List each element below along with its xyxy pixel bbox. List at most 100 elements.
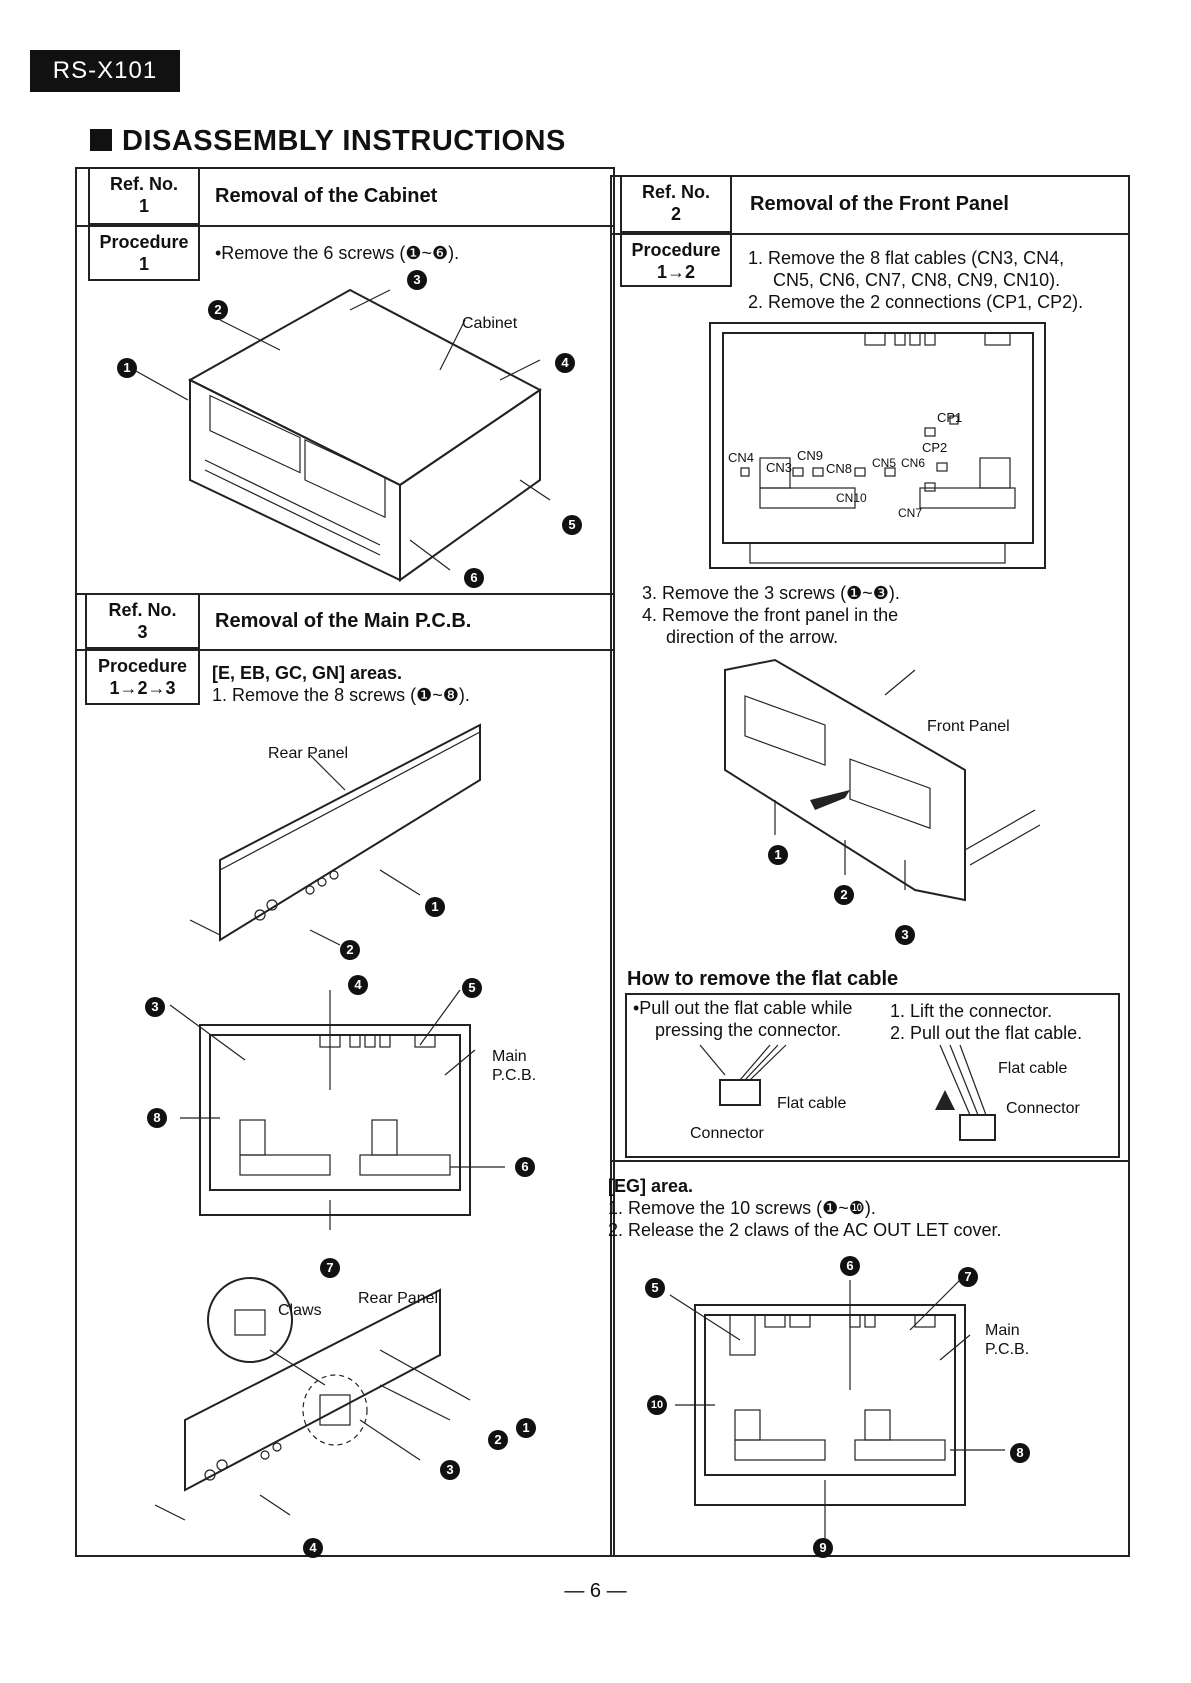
flat-cable-label-2: Flat cable [998, 1060, 1068, 1077]
sec1-heading: Removal of the Cabinet [215, 185, 438, 207]
eg-main-pcb-2: P.C.B. [985, 1341, 1030, 1358]
rear-panel-label: Rear Panel [268, 745, 349, 762]
fp-callout-1: 1 [768, 845, 788, 865]
sec2-step-4: 4. Remove the front panel in the [642, 605, 899, 625]
eg-pcb-diagram [669, 1279, 1005, 1540]
left-frame [75, 167, 615, 1557]
sec3-area: [E, EB, GC, GN] areas. [212, 663, 403, 683]
front-panel-label: Front Panel [927, 718, 1010, 735]
eg-main-pcb-1: Main [985, 1322, 1020, 1339]
flat-cable-label-1: Flat cable [777, 1095, 847, 1112]
callout-1: 1 [117, 358, 137, 378]
claws-label: Claws [278, 1302, 322, 1319]
s3-callout-1: 1 [425, 897, 445, 917]
callout-3: 3 [407, 270, 427, 290]
sec3-ref-box: Ref. No.3 [85, 593, 200, 649]
sec3-head-top [75, 593, 615, 595]
eg-callout-10: 10 [647, 1395, 667, 1415]
pcb-callout-7: 7 [320, 1258, 340, 1278]
sec2-head-bottom [610, 233, 1130, 235]
flat-right-2: 2. Pull out the flat cable. [890, 1023, 1083, 1043]
eg-callout-6: 6 [840, 1256, 860, 1276]
callout-5: 5 [562, 515, 582, 535]
cn6-label: CN6 [901, 456, 926, 470]
sec3-step1: 1. Remove the 8 screws (❶~❽). [212, 685, 470, 705]
square-bullet-icon [90, 129, 112, 151]
cabinet-diagram [124, 288, 551, 582]
sec2-step-2: 2. Remove the 2 connections (CP1, CP2). [748, 292, 1084, 312]
eg-callout-9: 9 [813, 1538, 833, 1558]
flat-left-2: pressing the connector. [655, 1020, 842, 1040]
sec1-ref-no: 1 [138, 196, 149, 216]
main-pcb-label-1: Main [492, 1048, 527, 1065]
claws-diagram [154, 1277, 471, 1521]
eg-callout-7: 7 [958, 1267, 978, 1287]
cabinet-label: Cabinet [462, 315, 518, 332]
cn8-label: CN8 [826, 461, 853, 476]
flat-heading: How to remove the flat cable [627, 968, 899, 990]
claws-callout-3: 3 [440, 1460, 460, 1480]
eg-step1: 1. Remove the 10 screws (❶~❿). [608, 1198, 876, 1218]
main-pcb-label-2: P.C.B. [492, 1067, 537, 1084]
eg-callout-8: 8 [1010, 1443, 1030, 1463]
sec2-ref-no: 2 [670, 204, 681, 224]
s3-callout-2: 2 [340, 940, 360, 960]
page-title: DISASSEMBLY INSTRUCTIONS [90, 125, 566, 158]
cn10-label: CN10 [836, 491, 867, 505]
cn3-label: CN3 [766, 460, 793, 475]
fp-callout-3: 3 [895, 925, 915, 945]
sec2-proc-label: Procedure [631, 240, 721, 260]
sec1-proc-label: Procedure [99, 232, 189, 252]
callout-4: 4 [555, 353, 575, 373]
right-frame [610, 175, 1130, 1557]
model-badge: RS-X101 [30, 50, 180, 92]
flat-cables-diagram [709, 322, 1046, 569]
sec1-proc-no: 1 [138, 254, 149, 274]
flat-left-1: •Pull out the flat cable while [633, 998, 853, 1018]
callout-6: 6 [464, 568, 484, 588]
cp2-label: CP2 [922, 440, 948, 455]
eg-callout-5: 5 [645, 1278, 665, 1298]
sec1-ref-label: Ref. No. [109, 174, 178, 194]
sec2-step-3: 3. Remove the 3 screws (❶~❸). [642, 583, 900, 603]
sec3-proc-no: 1→2→3 [109, 678, 176, 698]
main-pcb-diagram [169, 989, 505, 1230]
page-number: — 6 — [564, 1580, 627, 1602]
cn7-label: CN7 [898, 506, 923, 520]
pcb-callout-4: 4 [348, 975, 368, 995]
sec2-proc-no: 1→2 [656, 262, 696, 282]
sec3-ref-no: 3 [137, 622, 148, 642]
rear-panel-label-2: Rear Panel [358, 1290, 439, 1307]
cn9-label: CN9 [797, 448, 824, 463]
sec2-ref-box: Ref. No.2 [620, 175, 732, 233]
claws-callout-2: 2 [488, 1430, 508, 1450]
eg-heading: [EG] area. [608, 1176, 694, 1196]
front-panel-diagram [724, 658, 1041, 902]
sec2-heading: Removal of the Front Panel [750, 193, 1009, 215]
fp-callout-2: 2 [834, 885, 854, 905]
pcb-callout-3: 3 [145, 997, 165, 1017]
cn4-label: CN4 [728, 450, 755, 465]
rear-panel-diagram [189, 723, 481, 946]
sec3-head-bottom [75, 649, 615, 651]
claws-callout-4: 4 [303, 1538, 323, 1558]
sec2-step-1b: CN5, CN6, CN7, CN8, CN9, CN10). [773, 270, 1061, 290]
sec3-proc-label: Procedure [97, 656, 188, 676]
sec3-ref-label: Ref. No. [108, 600, 177, 620]
sec1-head-bottom [75, 225, 615, 227]
connector-label-2: Connector [1006, 1100, 1080, 1117]
sec3-heading: Removal of the Main P.C.B. [215, 610, 472, 632]
flat-right-1: 1. Lift the connector. [890, 1001, 1053, 1021]
claws-callout-1: 1 [516, 1418, 536, 1438]
connector-label-1: Connector [690, 1125, 764, 1142]
sec2-step-4b: direction of the arrow. [666, 627, 839, 647]
sec1-ref-box: Ref. No.1 [88, 167, 200, 225]
sec2-ref-label: Ref. No. [641, 182, 710, 202]
eg-step2: 2. Release the 2 claws of the AC OUT LET… [608, 1220, 1002, 1240]
cp1-label: CP1 [937, 410, 963, 425]
sec1-step: •Remove the 6 screws (❶~❻). [215, 243, 460, 263]
sec2-step-1: 1. Remove the 8 flat cables (CN3, CN4, [748, 248, 1065, 268]
